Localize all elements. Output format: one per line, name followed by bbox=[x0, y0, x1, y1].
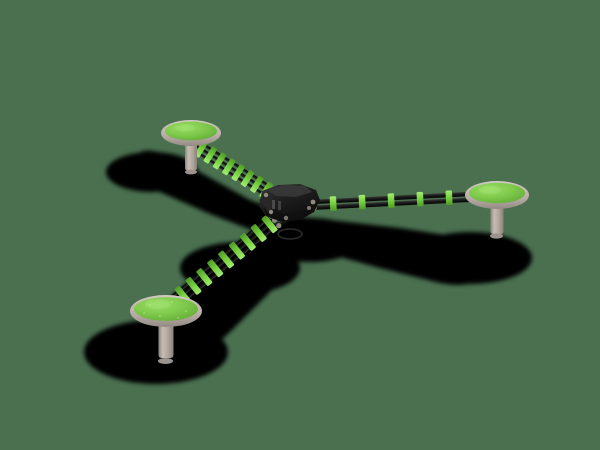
foot-pad-surface bbox=[469, 182, 525, 204]
hub-bolt bbox=[283, 215, 289, 221]
foot-pad-highlight bbox=[145, 299, 171, 309]
hub-bolt bbox=[307, 206, 311, 210]
foot-pad-surface bbox=[134, 297, 198, 321]
foot-stem bbox=[490, 201, 504, 234]
hub-lower-facet bbox=[264, 204, 314, 222]
leg-rung bbox=[222, 158, 236, 176]
leg-rung bbox=[194, 140, 208, 158]
hub-bolt bbox=[268, 209, 274, 215]
hub-bolt bbox=[310, 199, 316, 205]
leg-rung bbox=[218, 250, 235, 269]
hub-shadow-highlight bbox=[277, 228, 303, 240]
leg-rail bbox=[311, 190, 487, 205]
leg-rung bbox=[358, 194, 366, 210]
foot-lower-left bbox=[130, 295, 202, 364]
leg-rung bbox=[416, 191, 424, 207]
leg-rung bbox=[203, 146, 218, 164]
leg-rung bbox=[445, 190, 453, 206]
foot-stem-base bbox=[158, 358, 173, 364]
leg-rung bbox=[261, 215, 278, 234]
foot-pad-highlight bbox=[175, 124, 195, 132]
hub-side-facet bbox=[259, 193, 276, 212]
leg-rung bbox=[229, 241, 245, 260]
hub-top-facet bbox=[268, 185, 312, 197]
foot-stem bbox=[158, 318, 174, 358]
leg-rung bbox=[212, 152, 227, 170]
leg-rung bbox=[231, 164, 245, 182]
leg-hip-joint bbox=[276, 223, 282, 229]
hub-detail-strip bbox=[272, 200, 275, 209]
foot-pad-surface bbox=[165, 121, 217, 141]
leg-upper-left bbox=[188, 137, 276, 201]
hub-bolt bbox=[263, 192, 269, 198]
leg-rung bbox=[329, 196, 337, 212]
foot-stem-base bbox=[490, 233, 503, 239]
leg-rung bbox=[240, 169, 255, 187]
leg-rungs bbox=[174, 215, 278, 304]
leg-rung bbox=[250, 224, 267, 242]
foot-stem bbox=[185, 138, 197, 171]
leg-rail bbox=[312, 196, 488, 210]
foot-right bbox=[465, 181, 529, 239]
leg-rung bbox=[239, 232, 256, 251]
foot-pad-highlight bbox=[479, 186, 501, 194]
leg-rung bbox=[185, 277, 202, 295]
leg-rung bbox=[196, 268, 213, 286]
leg-rung bbox=[387, 193, 395, 209]
leg-rung bbox=[207, 259, 224, 278]
central-hub bbox=[259, 184, 320, 222]
foot-upper-left bbox=[161, 120, 221, 175]
foot-pad-speckles bbox=[143, 301, 187, 319]
hub-detail-strip bbox=[278, 201, 281, 210]
foot-stem-base bbox=[185, 169, 197, 175]
leg-lower-left bbox=[171, 213, 282, 306]
leg-rung bbox=[250, 175, 264, 193]
